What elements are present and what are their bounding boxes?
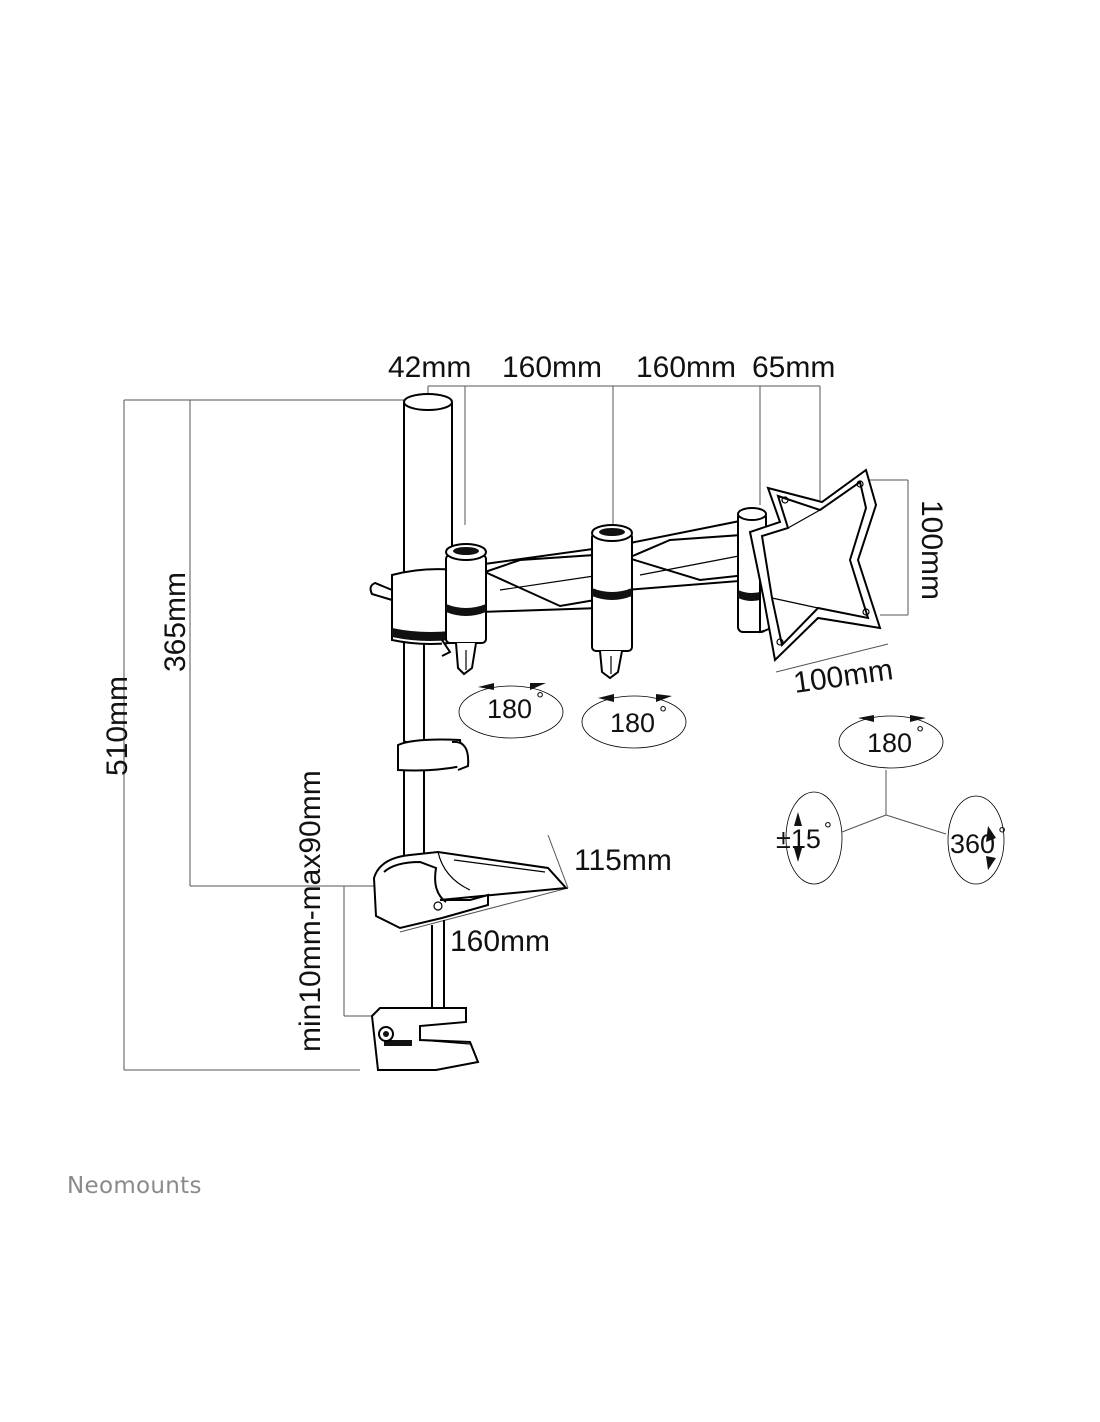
rotation-ovals bbox=[458, 683, 1005, 885]
label-vesa-height: 100mm bbox=[915, 500, 948, 600]
rotation-tilt-unit: ° bbox=[824, 819, 832, 841]
rotation-arm-1-value: 180 bbox=[487, 694, 532, 724]
dimension-labels: 42mm 160mm 160mm 65mm 100mm 100mm 510mm … bbox=[101, 351, 948, 1052]
label-base-depth: 160mm bbox=[450, 925, 550, 958]
desk-clamp-base bbox=[370, 850, 569, 1071]
rotation-tilt-value: ±15 bbox=[776, 824, 821, 854]
svg-text:360°: 360° bbox=[950, 824, 1006, 859]
label-arm-1: 160mm bbox=[502, 351, 602, 384]
label-vesa-width: 100mm bbox=[791, 653, 895, 700]
rotation-arm-2-value: 180 bbox=[610, 708, 655, 738]
label-arm-height: 365mm bbox=[159, 572, 192, 672]
label-base-width: 115mm bbox=[574, 844, 672, 877]
dimension-lines bbox=[123, 385, 909, 1071]
label-arm-offset: 42mm bbox=[388, 351, 471, 384]
rotation-swivel-unit: ° bbox=[916, 723, 924, 745]
pole bbox=[397, 393, 470, 858]
label-desk-thickness: min10mm-max90mm bbox=[294, 770, 327, 1052]
rotation-rotate-value: 360 bbox=[950, 829, 995, 859]
rotation-arm-2-unit: ° bbox=[659, 703, 667, 725]
rotation-labels: 180° 180° 180° ±15° 360° bbox=[487, 689, 1006, 859]
brand-logo: Neomounts bbox=[67, 1173, 202, 1199]
rotation-swivel-value: 180 bbox=[867, 728, 912, 758]
rotation-rotate-unit: ° bbox=[998, 824, 1006, 846]
joint-2 bbox=[591, 524, 633, 680]
svg-text:180°: 180° bbox=[867, 723, 924, 758]
svg-text:180°: 180° bbox=[610, 703, 667, 738]
label-total-height: 510mm bbox=[101, 676, 134, 776]
rotation-arm-1-unit: ° bbox=[536, 689, 544, 711]
label-arm-2: 160mm bbox=[636, 351, 736, 384]
joint-1 bbox=[445, 543, 487, 676]
arm-segment-2 bbox=[618, 518, 754, 592]
label-head-depth: 65mm bbox=[752, 351, 835, 384]
svg-text:180°: 180° bbox=[487, 689, 544, 724]
vesa-plate bbox=[748, 468, 882, 663]
arm-segment-1 bbox=[468, 546, 601, 614]
svg-text:±15°: ±15° bbox=[776, 819, 832, 854]
